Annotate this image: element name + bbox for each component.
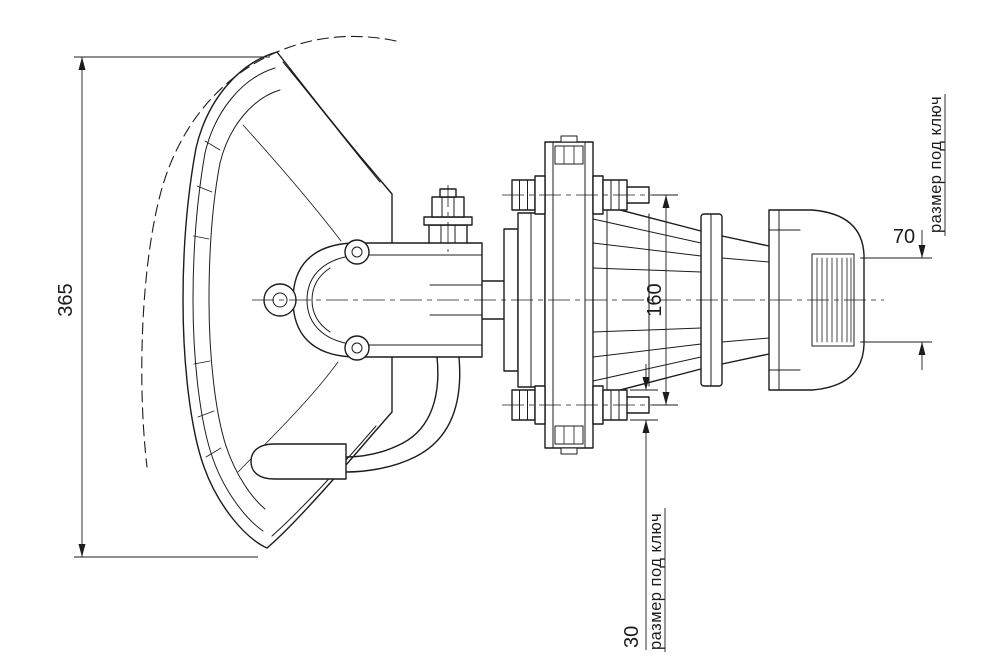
- dimension-365: 365: [55, 56, 270, 558]
- release-handle: [250, 356, 461, 480]
- phantom-swing-arc: [141, 35, 397, 468]
- mounting-flange: [544, 135, 594, 455]
- dim-70-text: 70: [893, 226, 915, 248]
- upper-jaw-bolt: [344, 239, 370, 265]
- coupling-head: [263, 188, 483, 361]
- lower-jaw-bolt: [344, 335, 370, 361]
- rubber-cone: [592, 202, 702, 398]
- dim-30-text: 30: [621, 626, 643, 648]
- dim-365-text: 365: [55, 283, 77, 316]
- dimension-160: 160: [644, 194, 678, 406]
- bottom-stud-nut: [554, 425, 584, 445]
- bottom-stud: [560, 447, 578, 455]
- wrench-size-label-bottom: размер под ключ: [647, 513, 665, 650]
- top-stud: [560, 135, 578, 143]
- dimension-70: 70 размер под ключ: [860, 94, 946, 370]
- dim-160-text: 160: [644, 283, 666, 316]
- funnel-ribs: [193, 140, 222, 458]
- wrench-size-label-top: размер под ключ: [927, 96, 945, 233]
- shaft-cylinder: [721, 235, 770, 365]
- handle-grip: [250, 443, 347, 480]
- dimension-30: 30 размер под ключ: [621, 364, 666, 652]
- top-stud-nut: [554, 145, 584, 165]
